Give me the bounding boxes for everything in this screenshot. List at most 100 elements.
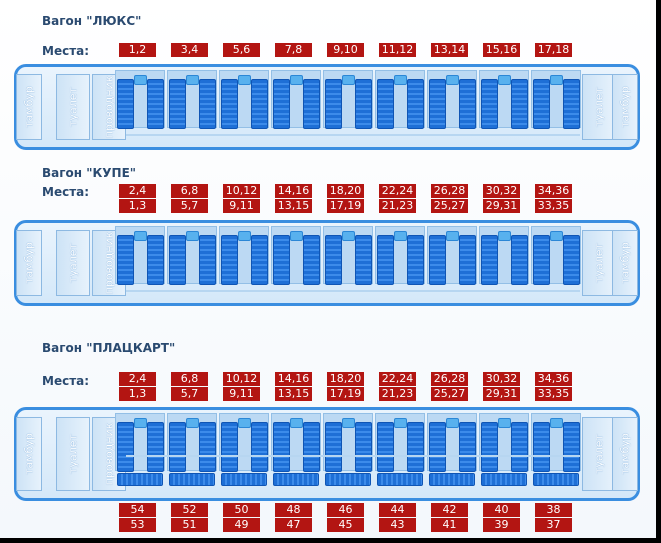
berth: [147, 79, 164, 129]
seat-number-badge: 33,35: [535, 199, 572, 213]
compartment: [271, 226, 321, 285]
berth: [533, 235, 550, 285]
table-icon: [186, 231, 199, 241]
compartment: [323, 413, 373, 472]
compartment: [115, 70, 165, 129]
berth: [355, 79, 372, 129]
table-icon: [134, 418, 147, 428]
compartment: [271, 413, 321, 472]
compartment: [323, 70, 373, 129]
berth: [429, 422, 446, 472]
vertical-label: тамбур: [22, 433, 36, 475]
berth: [511, 235, 528, 285]
seat-number-badge: 25,27: [431, 199, 468, 213]
berth: [533, 79, 550, 129]
table-icon: [550, 231, 563, 241]
berth: [407, 235, 424, 285]
seat-number-badge: 34,36: [535, 372, 572, 386]
seat-number-badge: 33,35: [535, 387, 572, 401]
berth: [377, 79, 394, 129]
berth: [117, 235, 134, 285]
seat-number-badge: 14,16: [275, 372, 312, 386]
table-icon: [446, 418, 459, 428]
table-icon: [134, 75, 147, 85]
corridor-line: [126, 134, 580, 136]
seat-number-badge: 13,14: [431, 43, 468, 57]
seat-number-badge: 22,24: [379, 372, 416, 386]
seat-number-badge: 41: [431, 518, 468, 532]
berth: [303, 79, 320, 129]
seat-number-badge: 38: [535, 503, 572, 517]
seat-number-badge: 30,32: [483, 372, 520, 386]
compartment: [167, 70, 217, 129]
toilet-right: туалет: [582, 417, 616, 491]
mesta-label: Места:: [42, 44, 90, 58]
berth: [563, 235, 580, 285]
berth: [273, 79, 290, 129]
wagon-title: Вагон "КУПЕ": [42, 166, 137, 180]
seat-number-badge: 2,4: [119, 372, 156, 386]
berth: [273, 422, 290, 472]
mesta-label: Места:: [42, 185, 90, 199]
table-icon: [238, 418, 251, 428]
compartment: [427, 226, 477, 285]
seat-number-badge: 26,28: [431, 372, 468, 386]
toilet-right: туалет: [582, 74, 616, 140]
berth: [429, 79, 446, 129]
wagon-title: Вагон "ПЛАЦКАРТ": [42, 341, 176, 355]
tambur-vestibule-left: тамбур: [16, 230, 42, 296]
seat-number-badge: 30,32: [483, 184, 520, 198]
vertical-label: проводник: [102, 75, 116, 139]
seat-number-badge: 26,28: [431, 184, 468, 198]
seat-number-badge: 22,24: [379, 184, 416, 198]
table-icon: [342, 418, 355, 428]
berth: [481, 422, 498, 472]
seat-number-badge: 3,4: [171, 43, 208, 57]
berth: [147, 235, 164, 285]
table-icon: [290, 418, 303, 428]
compartment: [219, 70, 269, 129]
seat-number-badge: 45: [327, 518, 364, 532]
side-berth: [429, 473, 475, 486]
berth: [221, 422, 238, 472]
table-icon: [394, 418, 407, 428]
seat-number-badge: 21,23: [379, 199, 416, 213]
seat-number-badge: 18,20: [327, 184, 364, 198]
table-icon: [290, 231, 303, 241]
side-berth: [221, 473, 267, 486]
berth: [355, 235, 372, 285]
berth: [511, 422, 528, 472]
seat-number-badge: 9,11: [223, 199, 260, 213]
berth: [273, 235, 290, 285]
seat-number-badge: 10,12: [223, 184, 260, 198]
seat-number-badge: 17,18: [535, 43, 572, 57]
seat-number-badge: 2,4: [119, 184, 156, 198]
table-icon: [238, 75, 251, 85]
seat-number-badge: 40: [483, 503, 520, 517]
berth: [563, 422, 580, 472]
table-icon: [290, 75, 303, 85]
tambur-vestibule-left: тамбур: [16, 417, 42, 491]
compartment: [375, 226, 425, 285]
seat-number-badge: 47: [275, 518, 312, 532]
berth: [199, 422, 216, 472]
compartment: [531, 226, 581, 285]
vertical-label: тамбур: [22, 242, 36, 284]
berth: [325, 422, 342, 472]
seat-number-badge: 18,20: [327, 372, 364, 386]
seat-number-badge: 15,16: [483, 43, 520, 57]
seat-number-badge: 21,23: [379, 387, 416, 401]
tambur-vestibule-right: тамбур: [612, 230, 638, 296]
berth: [303, 235, 320, 285]
vertical-label: туалет: [592, 434, 606, 474]
side-berth: [169, 473, 215, 486]
seat-number-badge: 39: [483, 518, 520, 532]
berth: [459, 422, 476, 472]
seat-number-badge: 5,7: [171, 199, 208, 213]
seat-number-badge: 43: [379, 518, 416, 532]
compartment: [479, 413, 529, 472]
berth: [251, 79, 268, 129]
side-berth: [325, 473, 371, 486]
